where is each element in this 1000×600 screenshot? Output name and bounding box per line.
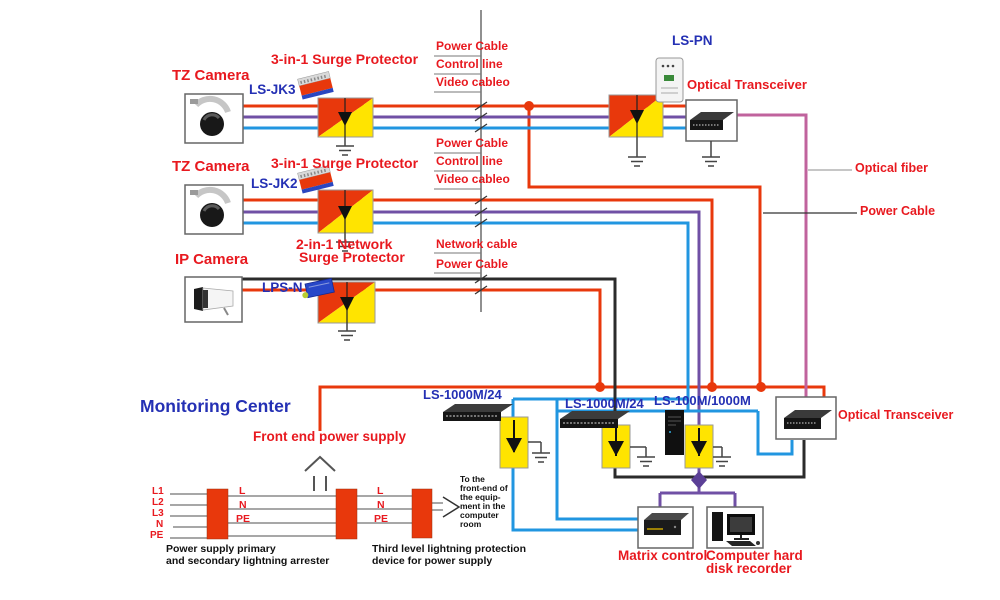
strike-ticks [474,101,488,295]
junction-dots [524,101,766,392]
surge-protector-2-label: 3-in-1 Surge Protector [271,155,419,171]
ls-jk3-device-icon [297,71,334,100]
optical-fiber-label: Optical fiber [855,161,928,175]
stage1-label-n: N [239,499,247,511]
ls-pn-device-icon [655,57,684,103]
stage2-label-l: L [377,485,384,497]
computer-label-1: Computer hard [706,548,803,563]
to-room-line: the equip- [460,492,501,502]
third-level-caption-2: device for power supply [372,555,493,567]
computer-label-2: disk recorder [706,561,792,576]
cable-label-underlines [434,55,481,274]
phase-label-n: N [156,519,164,530]
surge-converter-3 [684,424,714,469]
to-room-line: room [460,519,482,529]
power-chain-wires [170,493,443,539]
surge-protector-1 [317,97,374,138]
switch-1-icon [443,404,513,421]
to-room-arrow-icon [442,496,461,518]
ls-pn-label: LS-PN [672,33,713,48]
front-end-power-label: Front end power supply [253,429,407,444]
network-cable-lines [242,277,806,479]
cable-label: Control line [436,57,503,71]
ls-jk2-label: LS-JK2 [251,176,298,191]
tz-camera-2-label: TZ Camera [172,158,250,175]
surge-protector-lspn [608,94,664,138]
arrester-caption-2: and secondary lightning arrester [166,555,330,567]
network-surge-protector-label-1: 2-in-1 Network [296,236,393,252]
phase-label-l1: L1 [152,486,164,497]
switch-2-icon [560,411,630,428]
surge-protector-1-label: 3-in-1 Surge Protector [271,51,419,67]
ground-symbols [336,137,731,467]
cable-label: Network cable [436,237,518,251]
cable-label: Power Cable [436,136,509,150]
media-converter-icon [665,410,684,455]
tz-camera-1-label: TZ Camera [172,67,250,84]
network-surge-protector-label-2: Surge Protector [299,249,405,265]
lps-n-label: LPS-N [262,280,303,295]
phase-label-pe: PE [150,530,164,541]
stage1-label-l: L [239,485,246,497]
purple-junction-diamond [691,471,707,489]
up-arrow-icon [304,455,336,491]
phase-label-l3: L3 [152,508,164,519]
arrester-caption-1: Power supply primary [166,543,276,555]
to-room-line: To the [460,474,485,484]
switch-1-label: LS-1000M/24 [423,387,502,402]
computer-icon [712,512,760,546]
ls-jk2-device-icon [297,165,334,194]
ip-camera-label: IP Camera [175,251,249,268]
optical-transceiver-top-label: Optical Transceiver [687,77,807,92]
surge-converter-2 [601,424,631,469]
surge-protector-2 [317,189,374,234]
optical-transceiver-top-icon [690,112,734,130]
switch-2-label: LS-1000M/24 [565,396,644,411]
ptz-dome-camera-icon [190,95,231,136]
cable-label: Video cableo [436,172,510,186]
stage2-label-pe: PE [374,513,389,525]
monitoring-center-title: Monitoring Center [140,396,291,416]
lightning-arrester-blocks [206,488,433,540]
cable-label: Control line [436,154,503,168]
optical-fiber-line [737,113,808,397]
phase-label-l2: L2 [152,497,164,508]
power-cable-label: Power Cable [860,204,936,218]
matrix-control-icon [644,513,689,535]
lps-n-device-icon [302,277,335,299]
cable-label: Power Cable [436,257,509,271]
ptz-dome-camera-icon [190,186,231,227]
optical-transceiver-right-label: Optical Transceiver [838,408,954,422]
to-room-line: front-end of [460,483,508,493]
optical-transceiver-right-icon [784,410,832,429]
surge-converter-1 [499,416,529,469]
ls-jk3-label: LS-JK3 [249,82,296,97]
third-level-caption-1: Third level lightning protection [372,543,526,555]
stage2-label-n: N [377,499,385,511]
to-room-line: computer [460,510,499,520]
bullet-camera-icon [194,287,234,316]
to-room-line: ment in the [460,501,506,511]
stage1-label-pe: PE [236,513,251,525]
switch-3-label: LS-100M/1000M [654,393,751,408]
cable-label: Video cableo [436,75,510,89]
matrix-control-label: Matrix control [618,548,708,563]
cable-label: Power Cable [436,39,509,53]
